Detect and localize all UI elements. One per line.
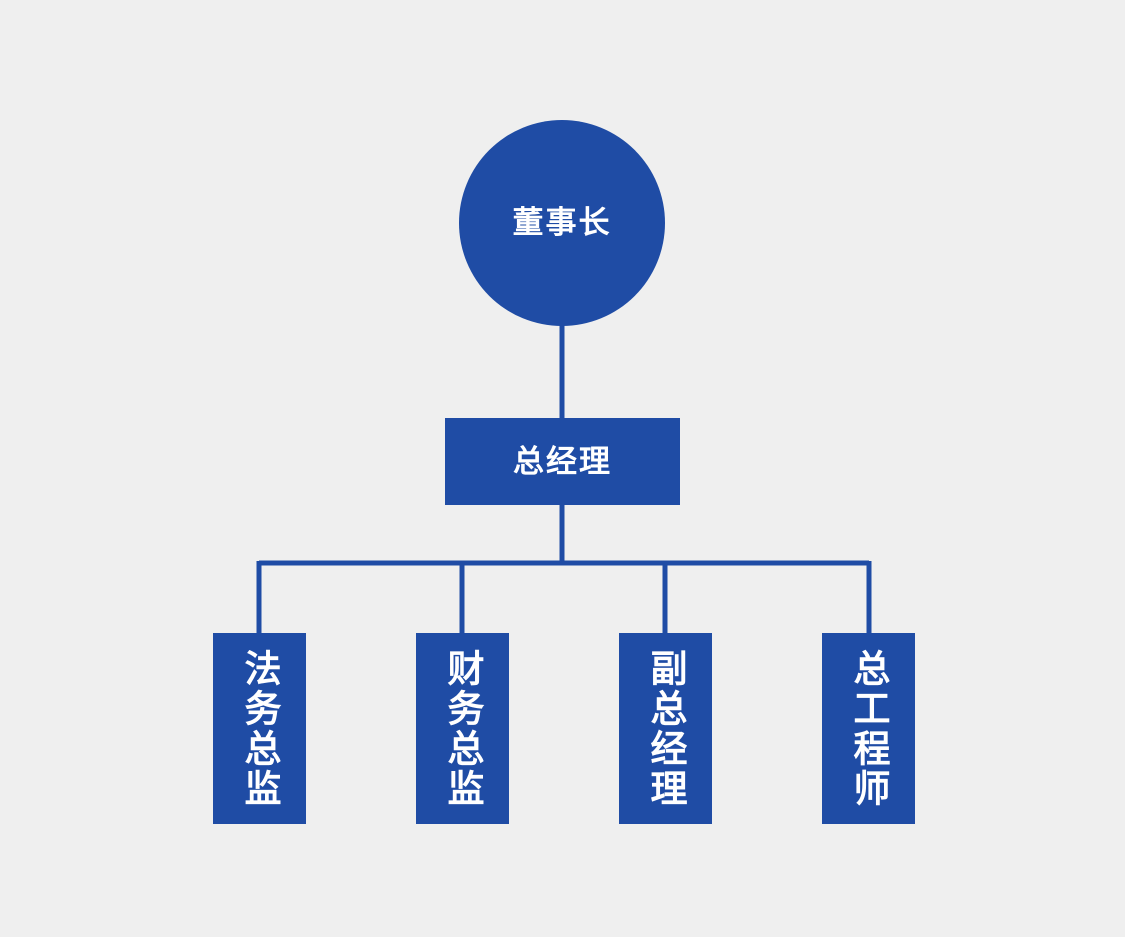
node-legal-director-label: 法务总监 bbox=[239, 648, 280, 809]
node-finance-director-label: 财务总监 bbox=[442, 648, 483, 809]
node-deputy-general-manager[interactable]: 副总经理 bbox=[619, 633, 712, 824]
node-chief-engineer[interactable]: 总工程师 bbox=[822, 633, 915, 824]
node-finance-director[interactable]: 财务总监 bbox=[416, 633, 509, 824]
node-general-manager-label: 总经理 bbox=[513, 443, 612, 479]
node-chairman-label: 董事长 bbox=[512, 205, 612, 241]
node-legal-director[interactable]: 法务总监 bbox=[213, 633, 306, 824]
node-chairman[interactable]: 董事长 bbox=[459, 120, 665, 326]
node-chief-engineer-label: 总工程师 bbox=[848, 648, 889, 809]
node-deputy-general-manager-label: 副总经理 bbox=[645, 648, 686, 809]
node-general-manager[interactable]: 总经理 bbox=[445, 418, 680, 505]
